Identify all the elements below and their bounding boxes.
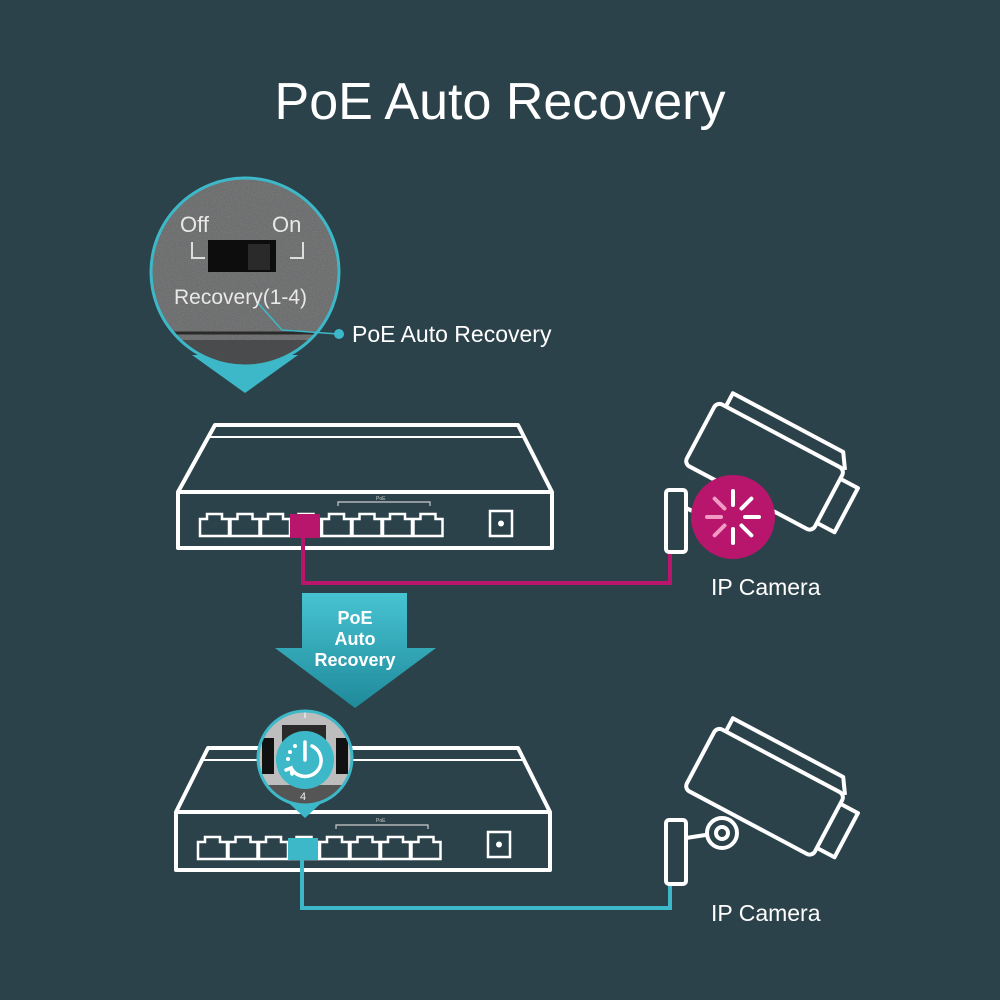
arrow-label-line-2: Auto [334,629,376,649]
poe-bracket [337,501,431,506]
power-jack [486,830,512,859]
power-jack [488,509,514,538]
poe-label-1: PoE [376,496,386,502]
ethernet-port [196,835,229,861]
spinner-tick [739,496,754,511]
ethernet-port [318,835,351,861]
network-switch-before [176,423,554,550]
power-jack-pin [498,520,504,527]
camera-2-label: IP Camera [711,900,821,926]
port-number: 4 [300,791,307,803]
ethernet-port [349,835,381,861]
ip-camera-2 [664,716,860,886]
ethernet-port [379,835,412,861]
poe-label-2: PoE [376,818,386,824]
ethernet-port [229,512,261,538]
recovery-switch-label: Recovery(1-4) [174,286,308,309]
power-jack-pin [496,841,502,848]
ethernet-port [198,512,231,538]
camera-1-offline-badge [691,475,775,559]
on-label: On [272,212,302,237]
cable-to-camera-2 [300,858,672,910]
callout-dot [334,329,344,339]
arrow-label-line-1: PoE [337,608,373,628]
ethernet-port [227,835,259,861]
spinner-tick [712,523,727,538]
spinner-tick [739,523,754,538]
active-port-failed [290,514,320,538]
poe-bracket [335,824,429,829]
arrow-label-line-3: Recovery [314,650,396,670]
ethernet-port [259,512,292,538]
ethernet-port [381,512,414,538]
ethernet-port [410,835,442,861]
ethernet-port [412,512,444,538]
network-switch-after [174,746,552,872]
spinner-tick [712,496,727,511]
ethernet-port [320,512,353,538]
ethernet-port [257,835,290,861]
recovery-arrow [275,593,436,708]
ethernet-port [351,512,383,538]
port-closeup-magnifier [256,709,354,818]
ip-camera-1 [664,391,860,554]
loading-spinner-icon [705,489,761,545]
active-port-recovered [288,838,318,860]
page-title: PoE Auto Recovery [274,73,726,131]
callout-label: PoE Auto Recovery [352,321,552,347]
camera-1-label: IP Camera [711,574,821,600]
cable-to-camera-1 [301,536,672,585]
switch-closeup-magnifier [149,176,344,393]
off-label: Off [180,212,209,237]
arrow-label: PoE Auto Recovery [295,608,415,671]
